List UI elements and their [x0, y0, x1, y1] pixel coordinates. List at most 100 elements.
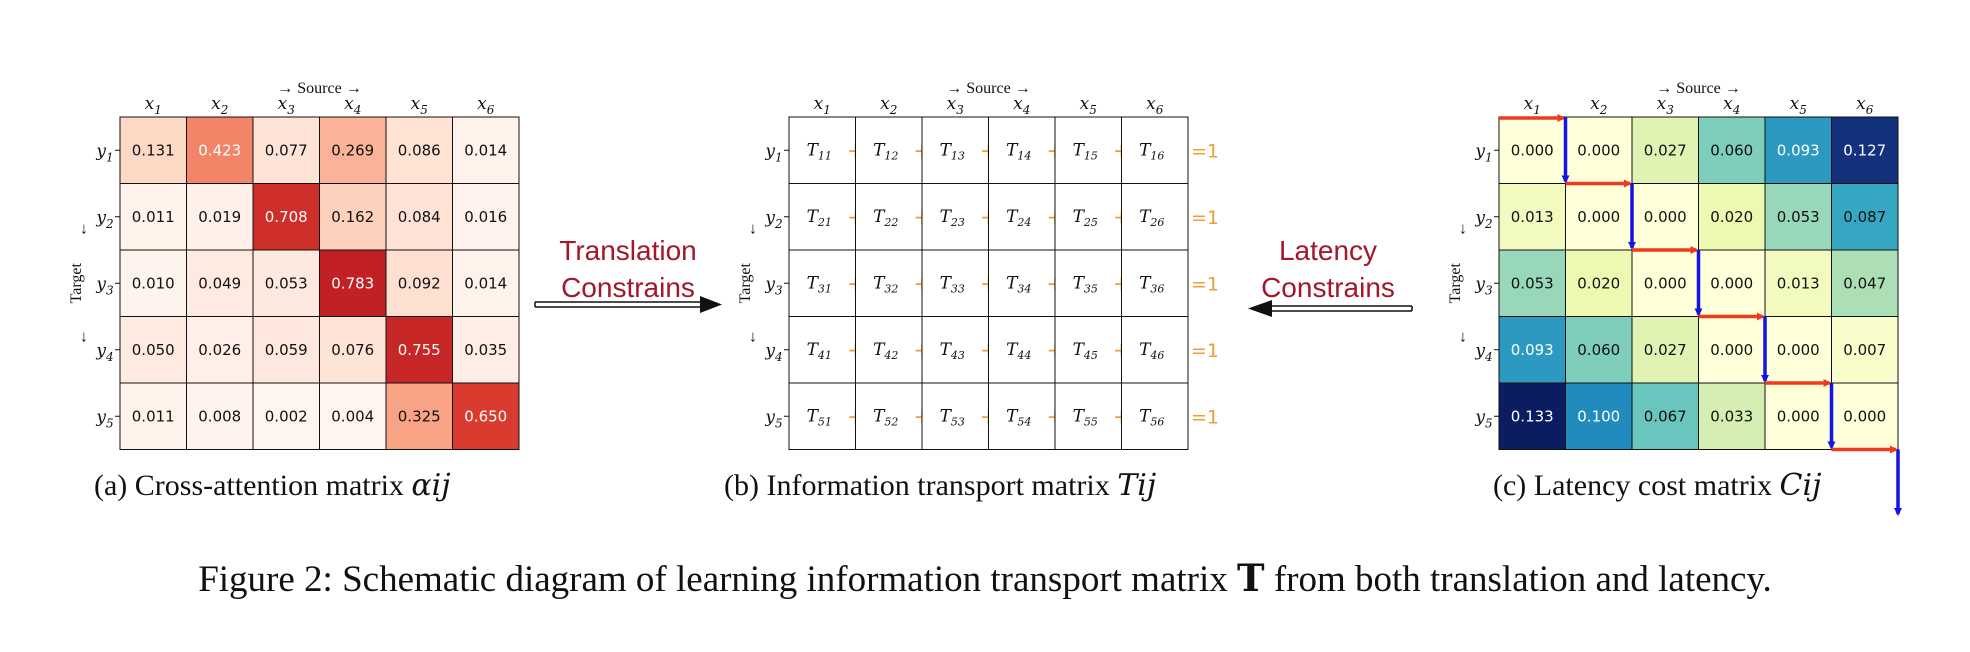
cell-value: 0.027	[1644, 341, 1687, 359]
heat-cell	[1764, 116, 1832, 184]
transport-cell	[788, 316, 856, 384]
cell-value: 0.000	[1511, 141, 1554, 159]
cell-value: 0.050	[132, 341, 175, 359]
cell-value: 0.133	[1511, 407, 1554, 425]
caption-a: (a) Cross-attention matrix αij	[94, 468, 451, 503]
cell-value: 0.076	[331, 341, 374, 359]
caption-b-symbol: Tij	[1117, 468, 1157, 503]
cell-value: 0.047	[1843, 274, 1886, 292]
row-label-y2: y2	[1474, 208, 1492, 231]
cell-value: 0.035	[464, 341, 507, 359]
transport-cell-label: T12	[873, 140, 898, 162]
transport-cell-label: T55	[1073, 406, 1098, 428]
transport-cell	[921, 116, 989, 184]
transport-cell-label: T16	[1139, 140, 1164, 162]
heat-cell	[119, 116, 187, 184]
heat-cell	[119, 382, 187, 450]
cell-value: 0.060	[1577, 341, 1620, 359]
target-arrow-top: ↓	[80, 220, 88, 237]
col-label-x6: x6	[1856, 94, 1874, 117]
transport-cell-label: T26	[1139, 207, 1164, 229]
transport-cell	[1054, 183, 1122, 251]
transport-cell-label: T11	[807, 140, 832, 162]
caption-a-text: (a) Cross-attention matrix	[94, 469, 404, 502]
transport-cell	[921, 316, 989, 384]
transport-cell	[1121, 249, 1189, 317]
cell-value: 0.077	[265, 141, 308, 159]
cell-value: 0.019	[198, 208, 241, 226]
cell-value: 0.087	[1843, 208, 1886, 226]
heat-cell	[319, 116, 387, 184]
transport-cell	[855, 183, 923, 251]
cell-value: 0.002	[265, 407, 308, 425]
cell-value: 0.008	[198, 407, 241, 425]
row-label-y2: y2	[95, 208, 113, 231]
heat-cell	[186, 116, 254, 184]
cell-value: 0.093	[1511, 341, 1554, 359]
cell-value: 0.708	[265, 208, 308, 226]
cell-value: 0.127	[1843, 141, 1886, 159]
heat-cell	[1698, 116, 1766, 184]
transport-cell-label: T25	[1073, 207, 1098, 229]
cell-value: 0.007	[1843, 341, 1886, 359]
row-label-y1: y1	[1474, 141, 1492, 164]
col-label-x6: x6	[477, 94, 495, 117]
row-label-y4: y4	[95, 341, 113, 364]
cell-value: 0.269	[331, 141, 374, 159]
translation-label-line1: Translation	[559, 235, 696, 266]
heat-cell	[1764, 382, 1832, 450]
heat-cell	[1565, 316, 1633, 384]
heat-cell	[1831, 249, 1899, 317]
row-sum-label: =1	[1191, 340, 1219, 362]
cell-value: 0.067	[1644, 407, 1687, 425]
col-label-x5: x5	[1080, 94, 1097, 117]
target-axis-title: Target	[1447, 263, 1464, 304]
cell-value: 0.026	[198, 341, 241, 359]
caption-b: (b) Information transport matrix Tij	[724, 468, 1156, 503]
row-label-y4: y4	[764, 341, 782, 364]
row-sum-label: =1	[1191, 406, 1219, 428]
cell-value: 0.000	[1843, 407, 1886, 425]
cell-value: 0.755	[398, 341, 441, 359]
target-arrow-bottom: ↓	[749, 328, 757, 345]
cell-value: 0.084	[398, 208, 441, 226]
heat-cell	[1698, 183, 1766, 251]
heat-cell	[186, 183, 254, 251]
transport-cell	[1054, 116, 1122, 184]
cell-value: 0.004	[331, 407, 374, 425]
cell-value: 0.000	[1644, 208, 1687, 226]
row-label-y3: y3	[95, 274, 114, 297]
heat-cell	[1498, 249, 1566, 317]
heat-cell	[1565, 116, 1633, 184]
transport-cell	[1054, 316, 1122, 384]
heat-cell	[452, 316, 520, 384]
transport-cell-label: T44	[1006, 340, 1031, 362]
transport-cell	[921, 183, 989, 251]
heat-cell	[385, 316, 453, 384]
transport-cell-label: T36	[1139, 273, 1164, 295]
cell-value: 0.093	[1777, 141, 1820, 159]
heat-cell	[1498, 116, 1566, 184]
heat-cell	[252, 382, 320, 450]
heat-cell	[1631, 116, 1699, 184]
cell-value: 0.011	[132, 407, 175, 425]
cell-value: 0.014	[464, 141, 507, 159]
source-axis-title: → Source →	[277, 80, 361, 97]
cell-value: 0.000	[1644, 274, 1687, 292]
transport-cell	[1054, 249, 1122, 317]
latency-label-line2: Constrains	[1261, 272, 1395, 303]
heat-cell	[319, 316, 387, 384]
figure-caption-prefix: Figure 2: Schematic diagram of learning …	[198, 559, 1228, 600]
heat-cell	[252, 116, 320, 184]
transport-cell-label: T46	[1139, 340, 1164, 362]
target-arrow-top: ↓	[749, 220, 757, 237]
transport-cell	[921, 382, 989, 450]
heat-cell	[452, 249, 520, 317]
cell-value: 0.060	[1710, 141, 1753, 159]
heat-cell	[1631, 316, 1699, 384]
cell-value: 0.053	[1511, 274, 1554, 292]
heat-cell	[1631, 382, 1699, 450]
caption-c-text: (c) Latency cost matrix	[1493, 469, 1773, 502]
cell-value: 0.650	[464, 407, 507, 425]
